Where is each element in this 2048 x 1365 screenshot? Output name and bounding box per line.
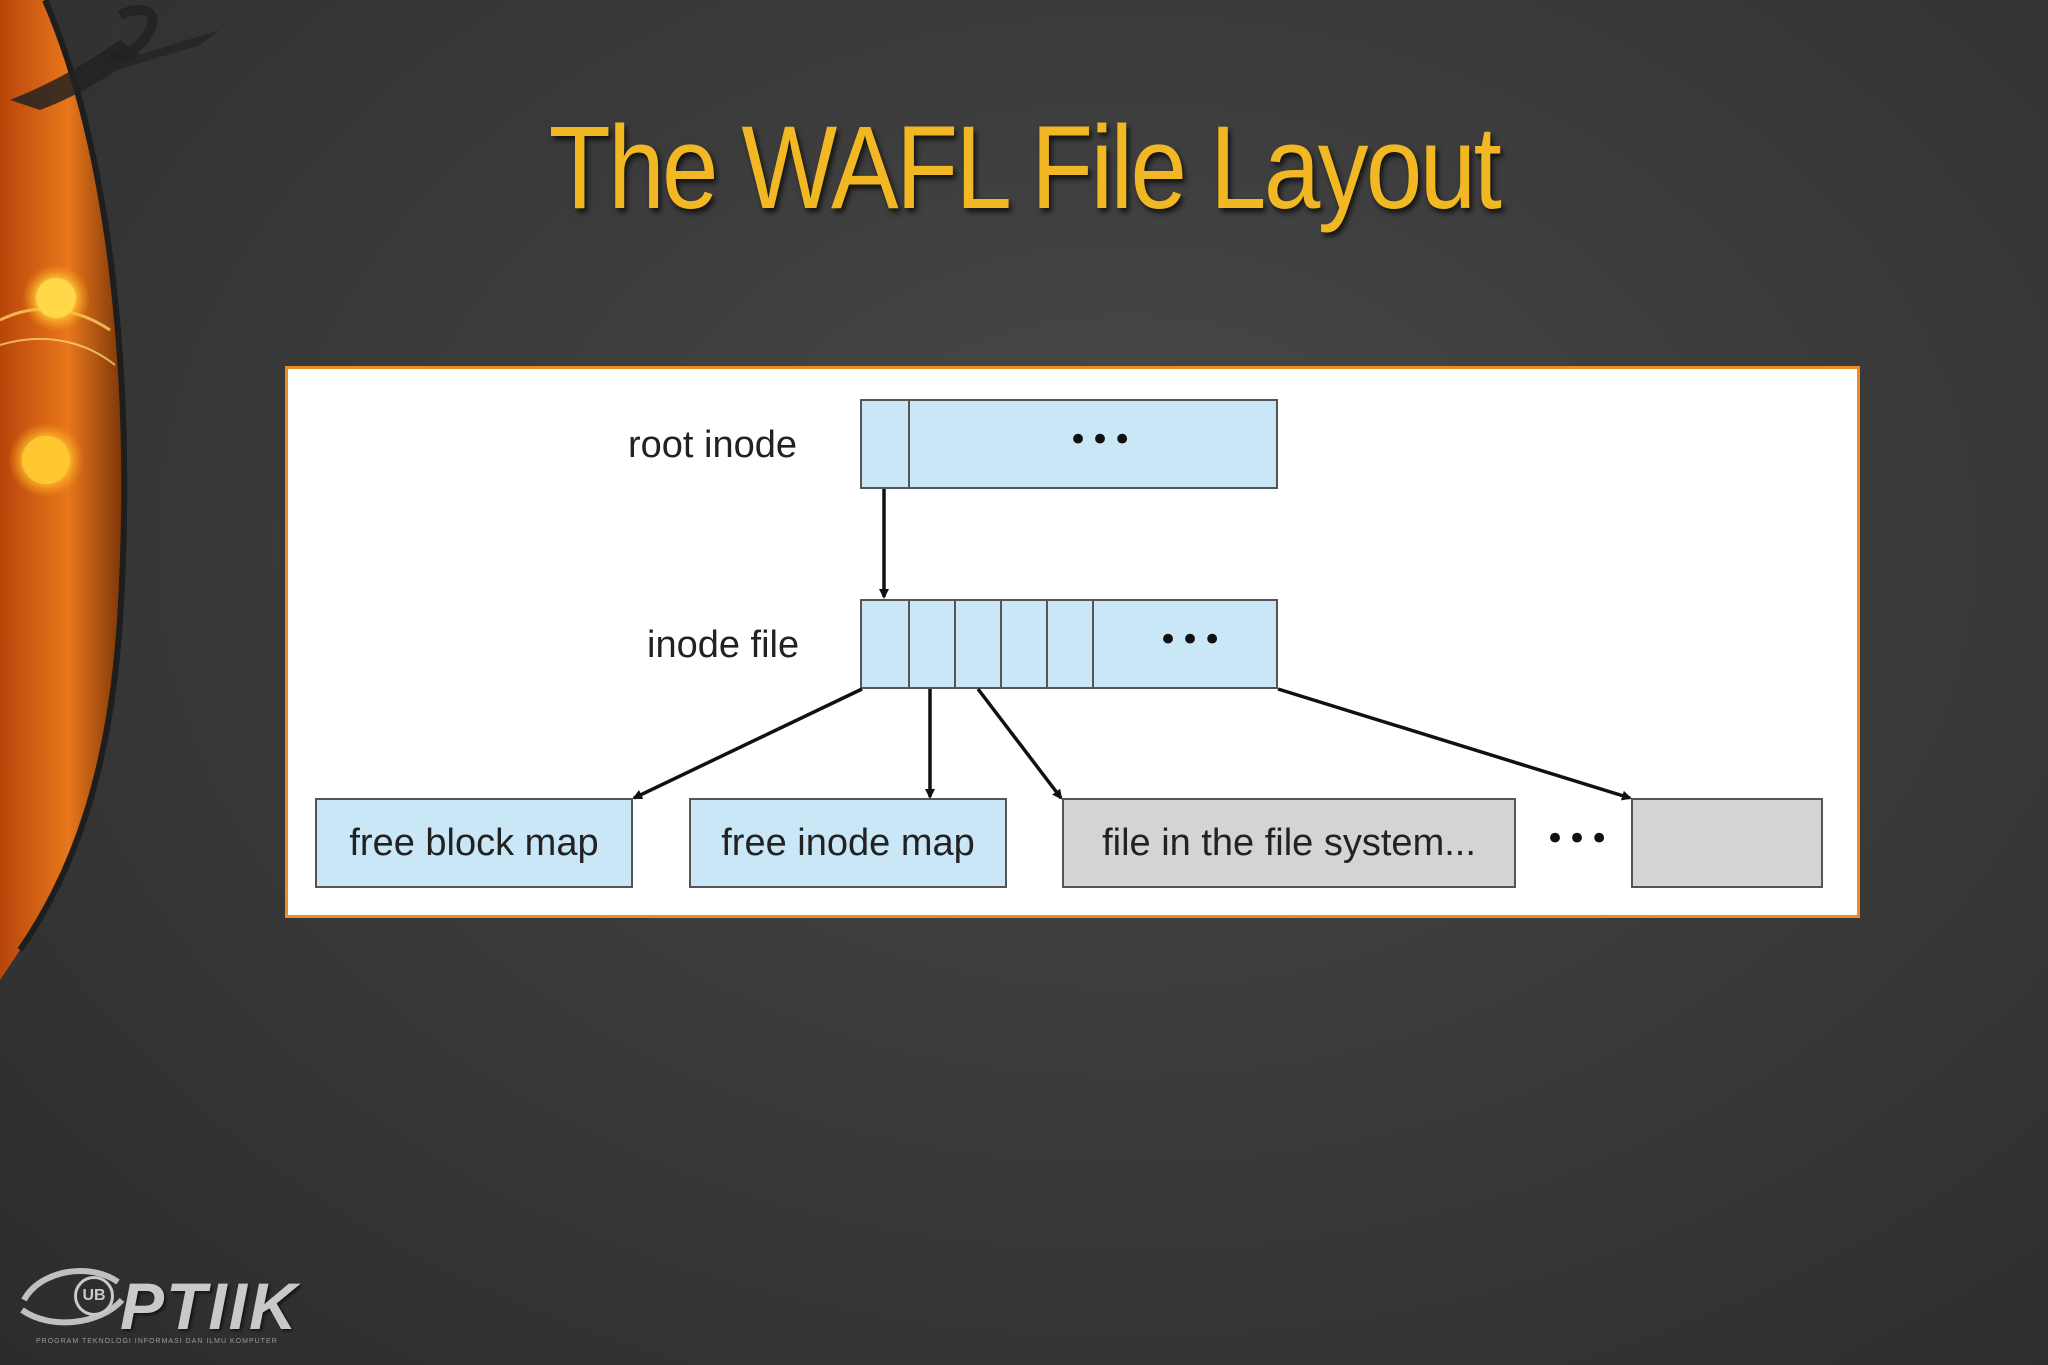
inode-file-label: inode file <box>647 624 800 666</box>
root-inode-pointer-cell <box>862 401 910 487</box>
free-block-map-box: free block map <box>315 798 633 888</box>
inode-cell-2 <box>908 601 956 687</box>
file-in-file-system-box: file in the file system... <box>1062 798 1516 888</box>
ptiik-logo-text: PTIIK <box>120 1269 299 1343</box>
root-inode-ellipsis: ••• <box>1068 420 1135 460</box>
ptiik-tagline: PROGRAM TEKNOLOGI INFORMASI DAN ILMU KOM… <box>36 1338 278 1345</box>
inode-cell-1 <box>862 601 910 687</box>
inode-cell-5 <box>1046 601 1094 687</box>
inode-file-ellipsis: ••• <box>1158 620 1225 660</box>
ub-badge-icon: UB <box>74 1276 114 1316</box>
inode-cell-4 <box>1000 601 1048 687</box>
free-inode-map-label: free inode map <box>721 821 975 864</box>
slide-title: The WAFL File Layout <box>548 102 1502 234</box>
additional-file-box <box>1631 798 1823 888</box>
bottom-row-ellipsis: ••• <box>1545 819 1612 859</box>
root-inode-label: root inode <box>628 424 798 466</box>
free-block-map-label: free block map <box>349 821 599 864</box>
file-in-file-system-label: file in the file system... <box>1102 821 1476 864</box>
emblem-logo <box>10 5 220 110</box>
root-inode-block: ••• <box>860 399 1278 489</box>
free-inode-map-box: free inode map <box>689 798 1007 888</box>
inode-file-block: ••• <box>860 599 1278 689</box>
inode-cell-3 <box>954 601 1002 687</box>
